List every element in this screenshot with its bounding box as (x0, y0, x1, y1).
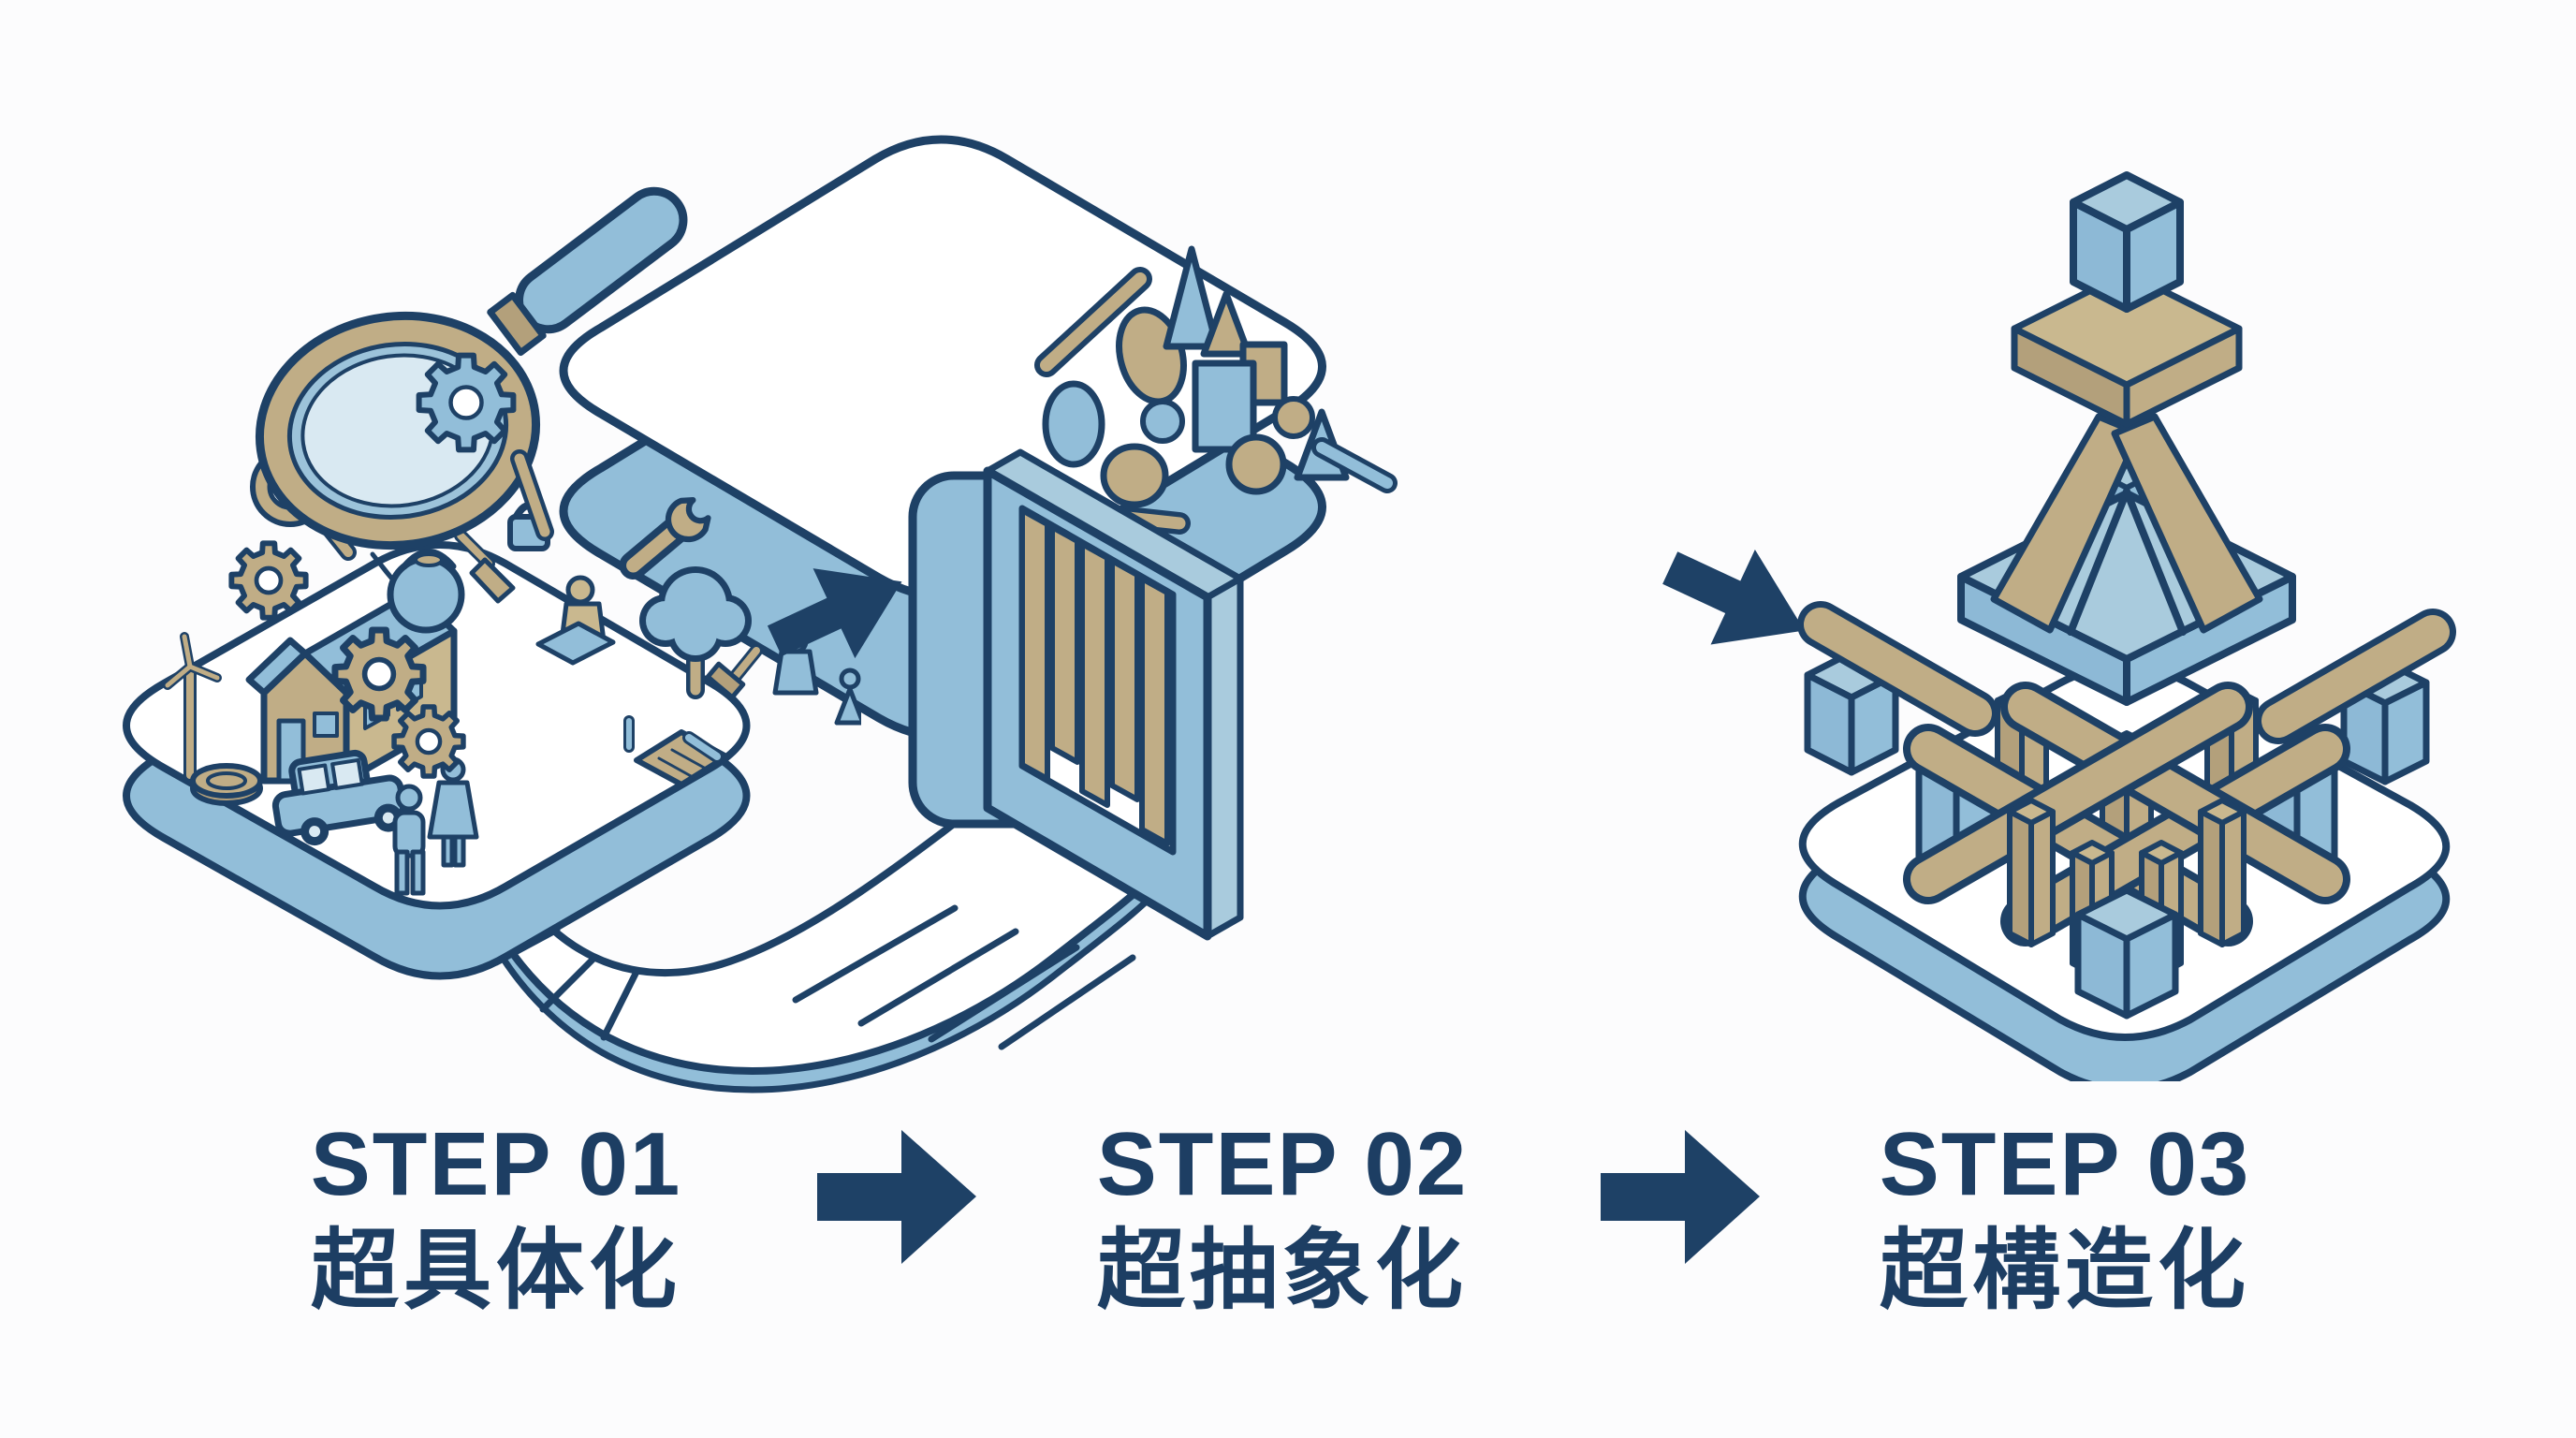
connector-arrow-down-right-icon (1662, 550, 1805, 645)
tan-triangle-shape (1200, 290, 1252, 358)
tan-circle-shape (1272, 396, 1315, 439)
step-03-label: STEP 03 超構造化 (1840, 1120, 2290, 1314)
tan-circle-mid-shape (1225, 433, 1287, 495)
tan-slat (2198, 798, 2247, 947)
structuring-illustration (1797, 171, 2456, 1081)
wrench-icon (619, 497, 711, 580)
tower-legs (1990, 413, 2263, 636)
step-arrow-right-icon (817, 1130, 976, 1264)
blue-square-shape (1192, 360, 1257, 453)
machine-curtain-strips (1019, 507, 1170, 846)
hammer-head (705, 661, 746, 700)
car-icon (271, 749, 407, 846)
laptop-icon (535, 621, 616, 666)
magnifier-handle (487, 186, 688, 357)
abstraction-machine (908, 448, 1244, 941)
blue-triangle-shape (1163, 245, 1221, 350)
concretization-illustration (123, 186, 861, 980)
coin-icon (190, 763, 263, 806)
person-with-laptop-icon (535, 575, 616, 666)
blue-ellipse-shape (1042, 380, 1105, 468)
lattice-beams (1903, 682, 2350, 946)
gear-icon (335, 630, 423, 718)
abstract-shapes (1034, 245, 1398, 589)
blue-cube-front (2074, 887, 2179, 1020)
step-01-label: STEP 01 超具体化 (271, 1120, 721, 1314)
step-02-title: 超抽象化 (1096, 1221, 1468, 1319)
hammer-figure-icon (705, 628, 861, 726)
lens-pencil-icon (514, 453, 550, 537)
step-02-label: STEP 02 超抽象化 (1058, 1120, 1507, 1314)
magnifying-glass-icon (255, 186, 688, 550)
blue-circle-shape (1140, 399, 1185, 444)
block-tower (1797, 171, 2456, 1020)
step-01-title: 超具体化 (310, 1221, 681, 1319)
house-window (313, 712, 339, 738)
brush-icon (454, 529, 516, 604)
car-window (330, 757, 364, 790)
machine-frame-side-edge (1204, 575, 1244, 940)
connector-arrow-up-right-icon (767, 568, 902, 659)
abstraction-illustration (422, 135, 1398, 1093)
step-03-title: 超構造化 (1879, 1221, 2250, 1319)
notebook-icon (623, 715, 729, 787)
tan-circle-left-shape (1100, 443, 1169, 508)
man-icon (392, 784, 426, 896)
tan-bar-shape (1040, 272, 1147, 372)
tree-icon (639, 566, 752, 699)
step-03-number: STEP 03 (1879, 1114, 2251, 1214)
car-window (297, 763, 331, 796)
kettle-icon (370, 549, 465, 634)
pen-icon (685, 734, 721, 760)
step-01-number: STEP 01 (310, 1114, 682, 1214)
tan-slat (2007, 798, 2056, 947)
gear-icon (394, 707, 463, 776)
woman-icon (427, 756, 479, 868)
blue-stick-shape (1316, 442, 1393, 489)
lens-gear-icon (419, 356, 514, 450)
step-02-number: STEP 02 (1096, 1114, 1469, 1214)
windmill-icon (163, 632, 222, 782)
gear-icon (231, 543, 305, 617)
top-blue-cube (2070, 171, 2184, 313)
tower-cap (2011, 269, 2243, 428)
step-arrow-right-icon (1601, 1130, 1760, 1264)
